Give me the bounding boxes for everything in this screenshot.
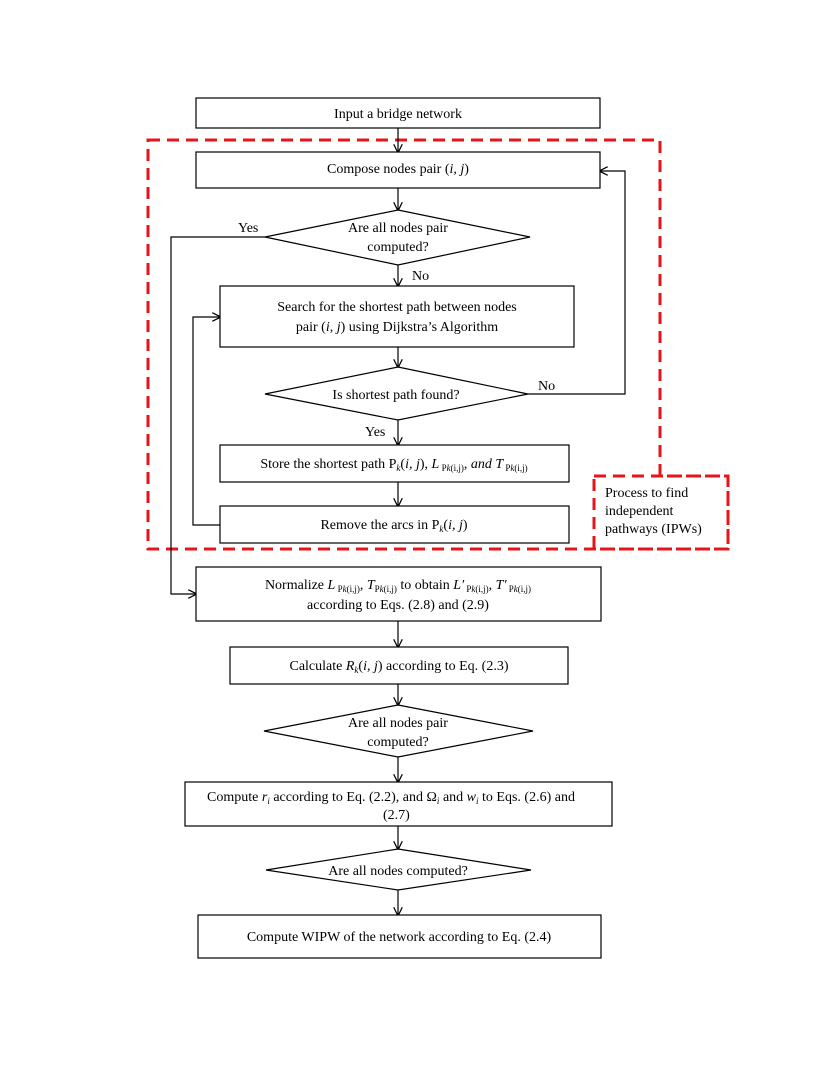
- svg-text:Remove the arcs in Pk(i, j): Remove the arcs in Pk(i, j): [320, 518, 467, 534]
- svg-text:computed?: computed?: [367, 735, 428, 750]
- svg-text:Normalize L Pk(i,j), TPk(i,j): Normalize L Pk(i,j), TPk(i,j) to obtain …: [265, 578, 531, 594]
- node-compute-wipw: Compute WIPW of the network according to…: [197, 914, 602, 959]
- svg-text:Are all nodes computed?: Are all nodes computed?: [328, 864, 468, 879]
- svg-text:Input a bridge network: Input a bridge network: [334, 107, 462, 122]
- svg-text:pair (i, j) using Dijkstra’s A: pair (i, j) using Dijkstra’s Algorithm: [296, 320, 498, 335]
- svg-text:Compose nodes pair (i, j): Compose nodes pair (i, j): [327, 162, 469, 177]
- svg-text:according to Eqs. (2.8) and (2: according to Eqs. (2.8) and (2.9): [307, 598, 489, 613]
- node-compute-r: Compute ri according to Eq. (2.2), and Ω…: [184, 781, 613, 827]
- svg-text:(2.7): (2.7): [383, 808, 410, 823]
- connectors: [170, 128, 626, 915]
- svg-text:Are all nodes pair: Are all nodes pair: [348, 716, 448, 731]
- svg-text:Store the shortest path Pk(i,: Store the shortest path Pk(i, j), L Pk(i…: [260, 457, 527, 473]
- node-store-path: Store the shortest path Pk(i, j), L Pk(i…: [219, 444, 570, 483]
- node-remove-arcs: Remove the arcs in Pk(i, j): [219, 505, 570, 544]
- node-calculate-r: Calculate Rk(i, j) according to Eq. (2.3…: [229, 646, 569, 685]
- svg-text:Compute ri according to Eq. (2: Compute ri according to Eq. (2.2), and Ω…: [207, 790, 575, 806]
- edge-label-no-2: No: [538, 379, 555, 394]
- region-label-line1: Process to find: [605, 486, 688, 501]
- region-label-line2: independent: [605, 504, 674, 519]
- svg-text:Calculate Rk(i, j) according t: Calculate Rk(i, j) according to Eq. (2.3…: [289, 659, 508, 675]
- region-label-line3: pathways (IPWs): [605, 522, 702, 537]
- node-normalize: Normalize L Pk(i,j), TPk(i,j) to obtain …: [195, 566, 602, 622]
- edge-label-yes-2: Yes: [365, 425, 385, 440]
- node-decision-path-found: Is shortest path found?: [264, 366, 529, 421]
- node-decision-all-pairs-2: Are all nodes pair computed?: [263, 704, 534, 758]
- node-search-shortest-path: Search for the shortest path between nod…: [219, 285, 575, 348]
- node-decision-all-nodes: Are all nodes computed?: [265, 848, 532, 891]
- arrow-d1-yes: [170, 236, 265, 594]
- node-input: Input a bridge network: [195, 97, 601, 129]
- svg-text:Are all nodes pair: Are all nodes pair: [348, 221, 448, 236]
- node-compose: Compose nodes pair (i, j): [195, 151, 601, 189]
- svg-text:Compute WIPW of the network ac: Compute WIPW of the network according to…: [247, 930, 552, 945]
- arrow-d2-no: [528, 171, 626, 395]
- svg-text:Search for the shortest path b: Search for the shortest path between nod…: [277, 300, 516, 315]
- edge-label-yes-1: Yes: [238, 221, 258, 236]
- edge-label-no-1: No: [412, 269, 429, 284]
- ipw-region-label: Process to find independent pathways (IP…: [592, 474, 730, 551]
- arrow-remove-loop: [192, 317, 220, 526]
- node-decision-all-pairs-1: Are all nodes pair computed?: [264, 209, 531, 266]
- svg-text:Is shortest path found?: Is shortest path found?: [332, 388, 459, 403]
- svg-text:computed?: computed?: [367, 240, 428, 255]
